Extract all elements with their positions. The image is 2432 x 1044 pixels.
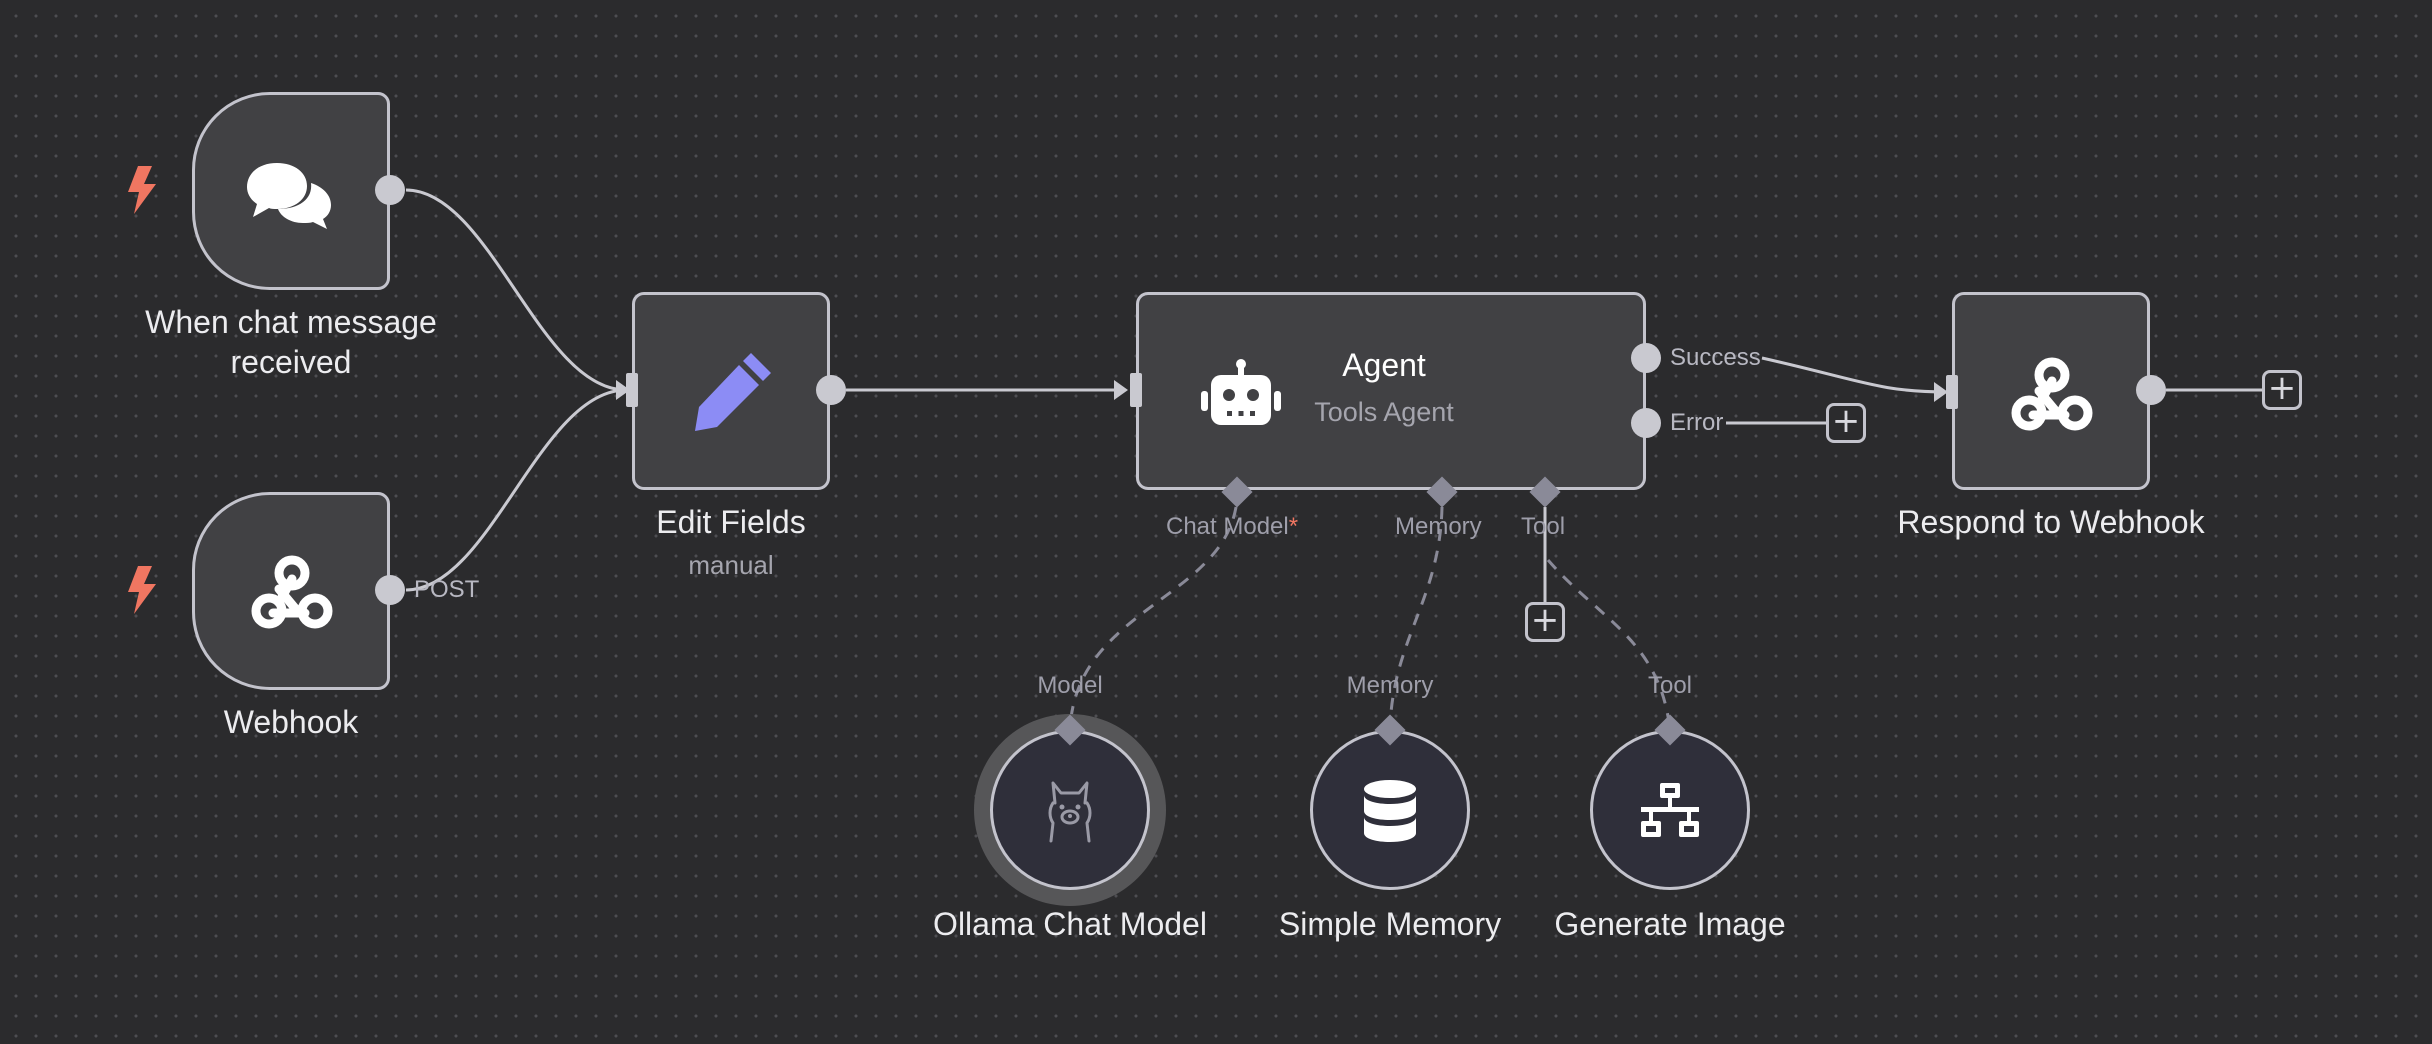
node-respond-to-webhook[interactable] xyxy=(1952,292,2150,490)
node-title: Respond to Webhook xyxy=(1897,504,2205,540)
output-port-error[interactable] xyxy=(1631,408,1661,438)
add-node-after-error-button[interactable]: + xyxy=(1826,403,1866,443)
robot-icon xyxy=(1201,359,1281,425)
add-tool-button[interactable]: + xyxy=(1525,602,1565,642)
node-title: Webhook xyxy=(223,704,359,740)
connector-label-chat-model: Chat Model* xyxy=(1166,513,1298,541)
connector-label-memory-input: Memory xyxy=(1346,672,1434,699)
input-port[interactable] xyxy=(1130,373,1142,407)
connector-label-tool: Tool xyxy=(1521,513,1566,540)
add-node-after-respond-button[interactable]: + xyxy=(2262,370,2302,410)
output-port[interactable] xyxy=(816,375,846,405)
node-generate-image[interactable] xyxy=(1590,730,1750,890)
node-subtitle: manual xyxy=(688,550,774,580)
connector-label-memory: Memory xyxy=(1395,513,1482,540)
pencil-icon xyxy=(695,353,771,431)
node-edit-fields[interactable] xyxy=(632,292,830,490)
connection-agent-success-to-respond xyxy=(1761,356,1947,394)
output-port[interactable] xyxy=(2136,375,2166,405)
node-webhook[interactable] xyxy=(192,492,390,690)
node-title: Ollama Chat Model xyxy=(933,906,1207,942)
connector-label-model: Model xyxy=(1037,672,1103,699)
node-title: Edit Fields xyxy=(656,504,806,540)
output-port[interactable] xyxy=(375,575,405,605)
trigger-bolt-icon xyxy=(128,166,156,214)
node-subtitle: Tools Agent xyxy=(1314,397,1454,427)
output-label-post: POST xyxy=(414,576,480,603)
node-title: Simple Memory xyxy=(1278,906,1502,942)
webhook-icon xyxy=(251,555,333,629)
trigger-bolt-icon xyxy=(128,566,156,614)
input-port[interactable] xyxy=(626,373,638,407)
connection-tool-dashed xyxy=(1546,559,1672,731)
output-label-error: Error xyxy=(1670,409,1724,436)
output-port[interactable] xyxy=(375,175,405,205)
database-icon xyxy=(1364,780,1416,842)
chat-model-text: Chat Model xyxy=(1166,513,1289,540)
output-port-success[interactable] xyxy=(1631,343,1661,373)
node-agent[interactable]: Agent Tools Agent xyxy=(1136,292,1646,490)
node-title: When chat message received xyxy=(145,304,437,380)
input-port[interactable] xyxy=(1946,375,1958,409)
output-label-success: Success xyxy=(1670,344,1761,371)
arrow-into-agent xyxy=(1114,380,1128,400)
webhook-icon xyxy=(2011,357,2093,431)
node-title: Agent xyxy=(1342,347,1426,383)
node-title: Generate Image xyxy=(1554,906,1786,942)
connector-label-tool-input: Tool xyxy=(1647,672,1693,699)
node-chat-trigger[interactable] xyxy=(192,92,390,290)
sitemap-icon xyxy=(1641,783,1699,837)
node-simple-memory[interactable] xyxy=(1310,730,1470,890)
node-ollama-chat-model[interactable] xyxy=(990,730,1150,890)
required-marker: * xyxy=(1288,513,1299,540)
chat-bubbles-icon xyxy=(247,163,331,229)
llama-icon xyxy=(1048,781,1092,843)
